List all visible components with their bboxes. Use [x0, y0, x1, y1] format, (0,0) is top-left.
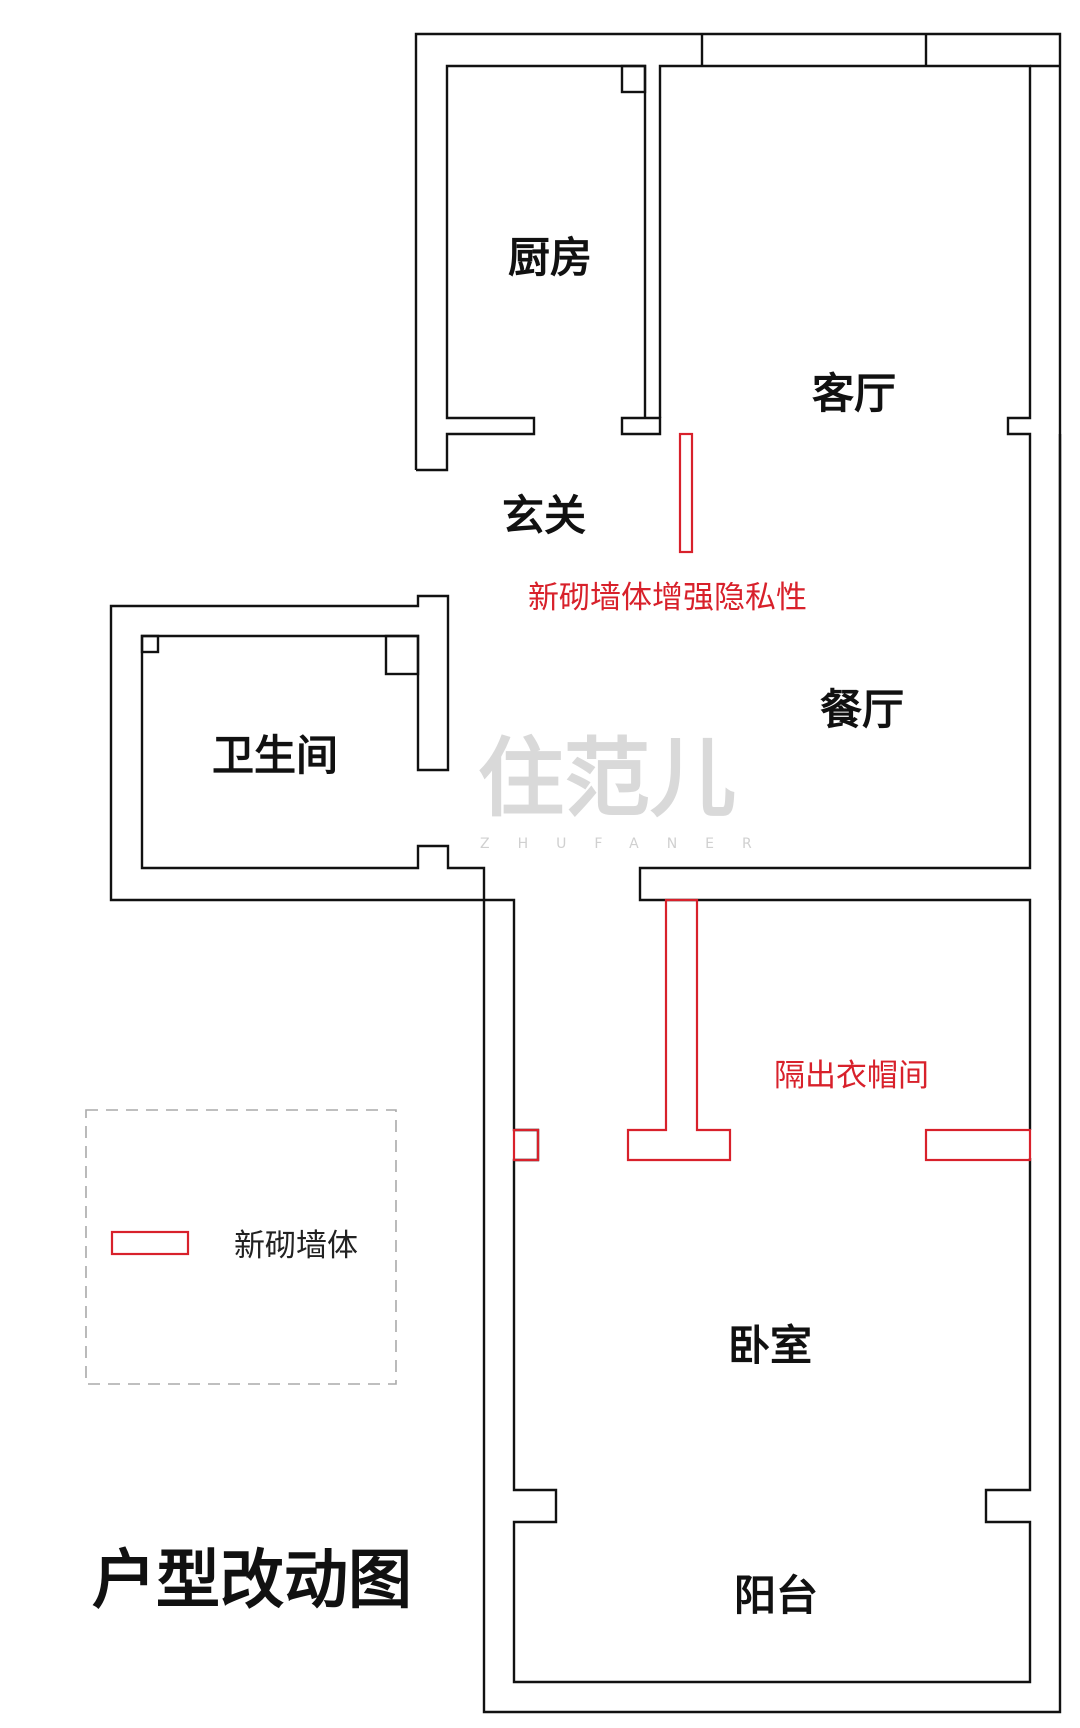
- room-label-bathroom: 卫生间: [212, 731, 338, 780]
- kitchen-wall: [416, 64, 662, 472]
- room-label-living-room: 客厅: [812, 369, 896, 418]
- room-label-dining-room: 餐厅: [820, 685, 904, 734]
- existing-walls: [109, 32, 1062, 1714]
- legend-label-new-wall: 新砌墙体: [234, 1228, 358, 1264]
- room-label-kitchen: 厨房: [508, 233, 592, 282]
- annotation-privacy-wall: 新砌墙体增强隐私性: [528, 580, 807, 616]
- kitchen-column: [620, 64, 647, 94]
- new-wall-privacy: [678, 432, 694, 554]
- watermark: 住范儿 ZHUFANER: [478, 729, 780, 852]
- legend: 新砌墙体: [85, 1109, 397, 1385]
- new-walls: [512, 432, 1032, 1162]
- bathroom-column-left: [140, 634, 160, 654]
- new-wall-cloakroom-t: [626, 898, 732, 1162]
- room-label-balcony: 阳台: [734, 1571, 818, 1620]
- annotation-cloakroom: 隔出衣帽间: [774, 1058, 929, 1094]
- annotations: 新砌墙体增强隐私性 隔出衣帽间: [528, 580, 929, 1094]
- watermark-subtitle: ZHUFANER: [480, 836, 780, 852]
- room-label-entrance: 玄关: [502, 491, 586, 540]
- outer-wall-bottom: [482, 900, 1062, 1714]
- legend-swatch-new-wall: [110, 1230, 190, 1256]
- new-wall-bedroom-left: [512, 1128, 540, 1162]
- watermark-logo: 住范儿: [478, 729, 736, 829]
- room-labels: 厨房 客厅 玄关 餐厅 卫生间 卧室 阳台: [212, 233, 904, 1620]
- living-room-wall: [638, 64, 1032, 1130]
- legend-frame: [85, 1109, 397, 1385]
- room-label-bedroom: 卧室: [728, 1321, 812, 1370]
- page-title: 户型改动图: [92, 1544, 412, 1618]
- new-wall-bedroom-right: [924, 1128, 1032, 1162]
- bathroom-column-right: [384, 634, 420, 676]
- bedroom-wall: [484, 898, 1032, 1684]
- outer-wall-top: [414, 32, 1062, 470]
